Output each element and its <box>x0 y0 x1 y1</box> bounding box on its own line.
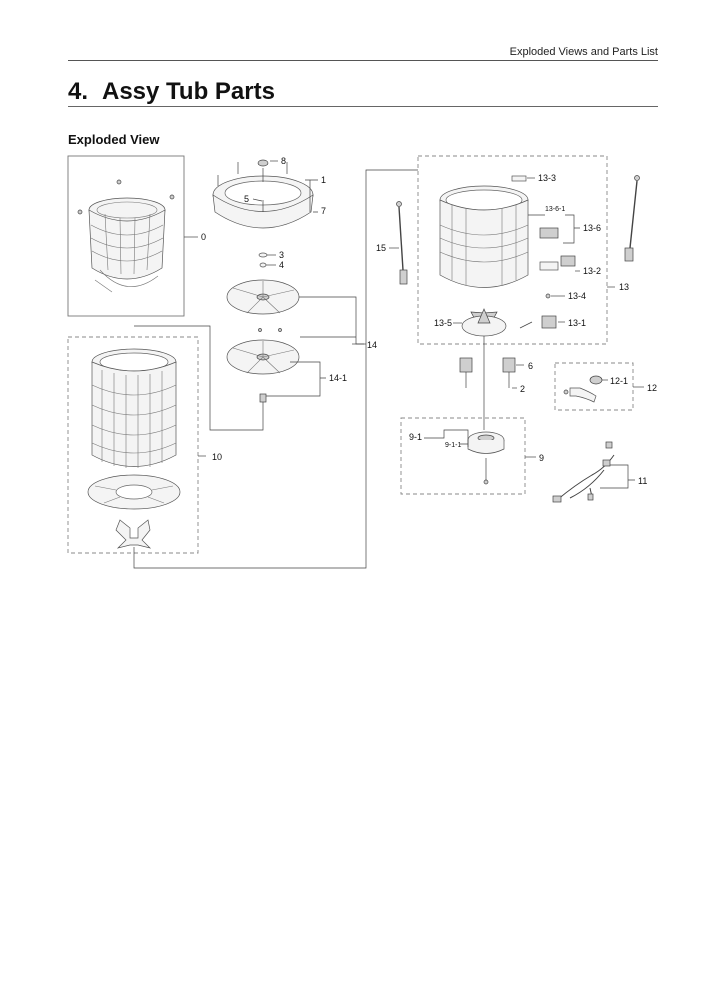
callout-13-6-1: 13-6-1 <box>545 206 565 213</box>
tub-cover-drawing <box>77 179 175 293</box>
motor-drawing <box>467 431 505 485</box>
box-12 <box>554 362 634 411</box>
callout-12-1: 12-1 <box>610 376 628 386</box>
callout-13-3: 13-3 <box>538 173 556 183</box>
inner-basket-drawing <box>87 348 181 549</box>
callout-9-1-1: 9-1-1 <box>445 442 461 449</box>
callout-11: 11 <box>638 476 647 486</box>
callout-15: 15 <box>376 243 386 253</box>
callout-4: 4 <box>279 260 284 270</box>
section-title: Exploded Views and Parts List <box>509 46 658 58</box>
callout-5: 5 <box>244 194 249 204</box>
callout-13-4: 13-4 <box>568 291 586 301</box>
box-9 <box>400 417 526 495</box>
box-0 <box>67 155 185 317</box>
callout-13-2: 13-2 <box>583 266 601 276</box>
callout-1: 1 <box>321 175 326 185</box>
box-13 <box>417 155 608 345</box>
page-header: Exploded Views and Parts List <box>68 44 658 61</box>
damper-drawing <box>459 336 516 430</box>
callout-3: 3 <box>279 250 284 260</box>
subtitle: Exploded View <box>68 132 160 147</box>
drain-hose-drawing <box>396 201 408 285</box>
callout-13-1: 13-1 <box>568 318 586 328</box>
box-10 <box>67 336 199 554</box>
callout-9-1: 9-1 <box>409 432 422 442</box>
callout-13-6: 13-6 <box>583 223 601 233</box>
callout-8: 8 <box>281 156 286 166</box>
valve-drawing <box>563 375 603 403</box>
tub-ring-drawing <box>212 159 314 268</box>
outer-tub-drawing <box>439 175 576 337</box>
callout-2: 2 <box>520 384 525 394</box>
callout-13-5: 13-5 <box>434 318 452 328</box>
callout-13: 13 <box>619 282 629 292</box>
callout-10: 10 <box>212 452 222 462</box>
callout-12: 12 <box>647 383 657 393</box>
inlet-hose-drawing <box>624 175 640 262</box>
callout-14-1: 14-1 <box>329 373 347 383</box>
callout-14: 14 <box>367 340 377 350</box>
callout-6: 6 <box>528 361 533 371</box>
wire-harness-drawing <box>552 441 615 503</box>
callout-9: 9 <box>539 453 544 463</box>
pulsator-drawing <box>226 279 300 403</box>
title-number: 4. <box>68 78 89 105</box>
page-title: 4. Assy Tub Parts <box>68 78 658 107</box>
callout-7: 7 <box>321 206 326 216</box>
callout-0: 0 <box>201 232 206 242</box>
title-text: Assy Tub Parts <box>102 78 275 105</box>
